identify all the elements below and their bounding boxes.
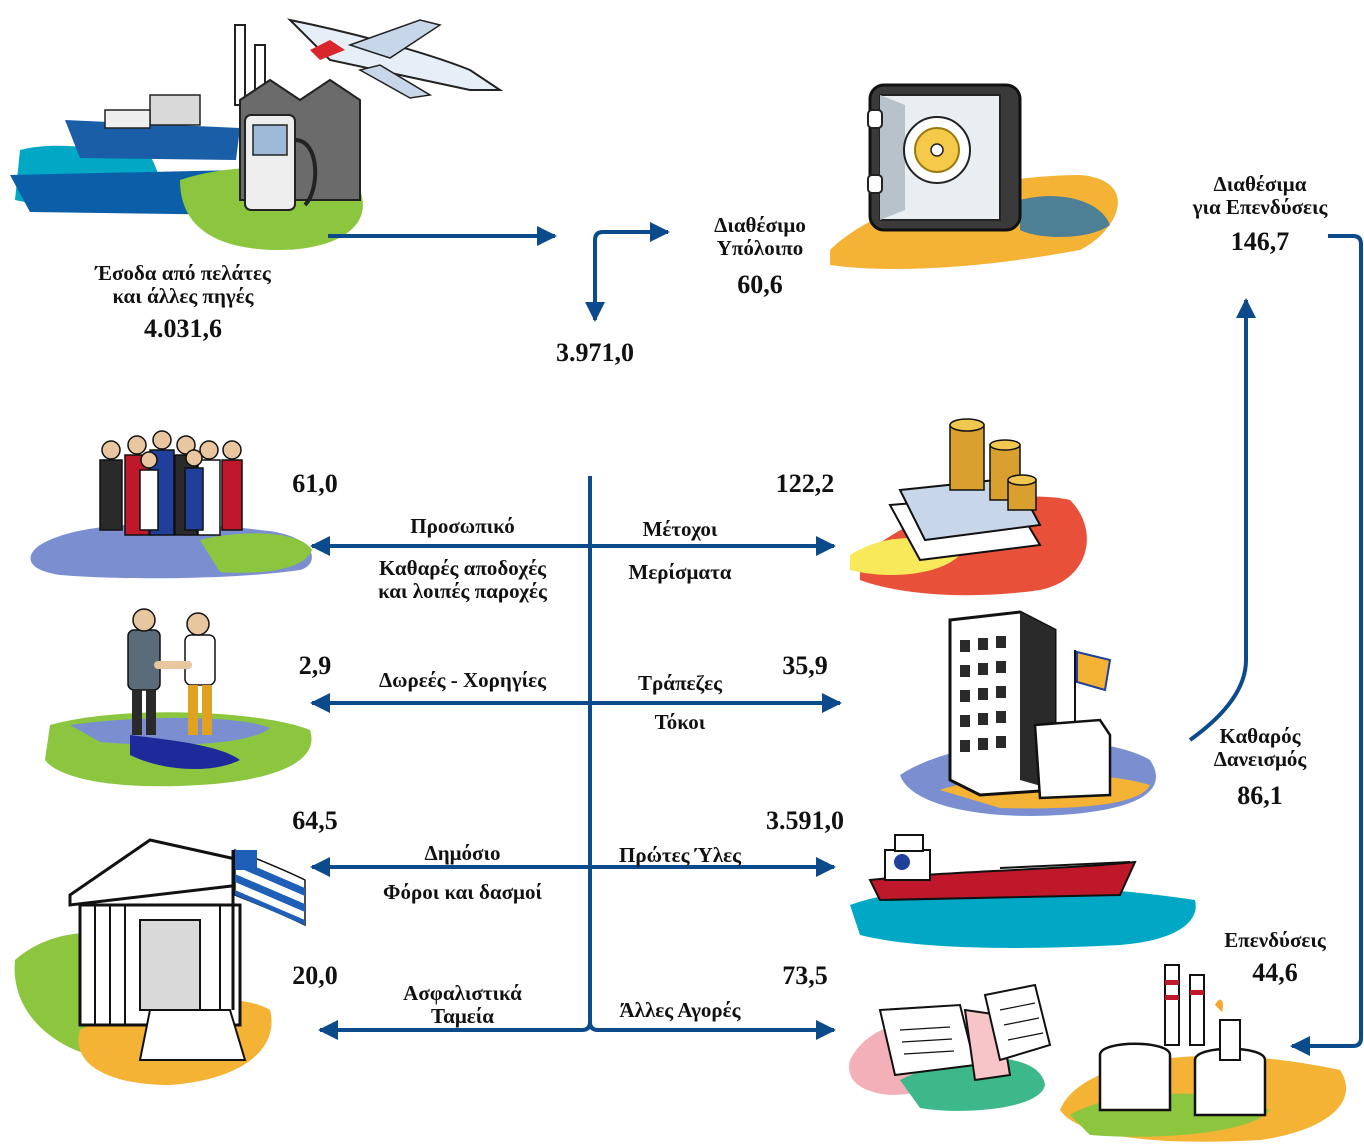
investments-label: Επενδύσεις — [1224, 928, 1326, 952]
safe-icon — [830, 83, 1118, 270]
source-label-line1: Έσοδα από πελάτες — [95, 261, 271, 285]
net-borrowing-value: 86,1 — [1237, 781, 1283, 810]
trunk-right-turn — [588, 1020, 836, 1040]
donations-label: Δωρεές - Χορηγίες — [378, 668, 547, 692]
industry-transport-icon — [10, 18, 504, 250]
source-value: 4.031,6 — [144, 314, 222, 343]
staff-value: 61,0 — [292, 469, 338, 498]
donations-value: 2,9 — [298, 651, 332, 680]
banks-label: Τράπεζες — [638, 671, 722, 695]
balance-label-line1: Διαθέσιμο — [714, 213, 806, 237]
people-group-icon — [30, 430, 312, 579]
government-building-flag-icon — [14, 838, 306, 1085]
expenses-total-value: 3.971,0 — [556, 338, 634, 367]
insurance-label-line1: Ασφαλιστικά — [403, 981, 522, 1005]
state-value: 64,5 — [292, 806, 338, 835]
raw-materials-label: Πρώτες Ύλες — [619, 843, 741, 867]
investment-arrow — [1290, 234, 1363, 1056]
shareholders-sublabel: Μερίσματα — [628, 560, 732, 584]
staff-sublabel-line1: Καθαρές αποδοχές — [378, 556, 547, 580]
balance-label-line2: Υπόλοιπο — [716, 236, 804, 260]
staff-label: Προσωπικό — [410, 514, 515, 538]
tanker-ship-icon — [850, 834, 1196, 948]
balance-value: 60,6 — [737, 270, 783, 299]
net-borrowing-arrow — [1188, 298, 1256, 742]
net-borrowing-label-line2: Δανεισμός — [1213, 747, 1307, 771]
investment-available-label-line1: Διαθέσιμα — [1213, 172, 1307, 196]
investments-value: 44,6 — [1252, 958, 1298, 987]
other-markets-label: Άλλες Αγορές — [619, 998, 741, 1022]
investment-available-value: 146,7 — [1230, 227, 1290, 256]
banks-value: 35,9 — [782, 651, 828, 680]
flow-arrows — [310, 222, 1363, 1056]
other-markets-value: 73,5 — [782, 961, 828, 990]
balance-arrow — [593, 222, 670, 300]
investment-available-label-line2: για Επενδύσεις — [1192, 195, 1328, 219]
staff-sublabel-line2: και λοιπές παροχές — [378, 579, 547, 603]
handshake-icon — [45, 608, 312, 787]
source-label-line2: και άλλες πηγές — [112, 284, 254, 308]
shareholders-value: 122,2 — [775, 469, 835, 498]
state-label: Δημόσιο — [424, 841, 501, 865]
shareholders-label: Μέτοχοι — [642, 517, 718, 541]
insurance-value: 20,0 — [292, 961, 338, 990]
raw-materials-value: 3.591,0 — [766, 806, 844, 835]
refinery-icon — [1060, 964, 1347, 1142]
documents-icon — [849, 983, 1052, 1111]
net-borrowing-label-line1: Καθαρός — [1219, 724, 1301, 748]
state-sublabel: Φόροι και δασμοί — [383, 880, 542, 904]
bank-building-icon — [900, 610, 1156, 816]
money-coins-icon — [850, 418, 1087, 596]
banks-sublabel: Τόκοι — [654, 710, 706, 734]
insurance-label-line2: Ταμεία — [431, 1004, 494, 1028]
